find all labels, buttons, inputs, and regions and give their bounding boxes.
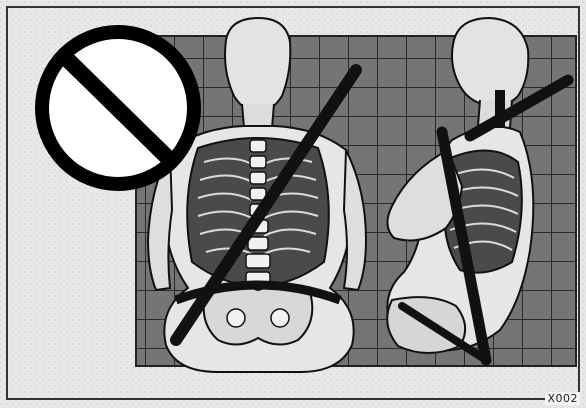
prohibition-icon [42, 32, 194, 184]
figure-code: X002 [545, 392, 580, 405]
